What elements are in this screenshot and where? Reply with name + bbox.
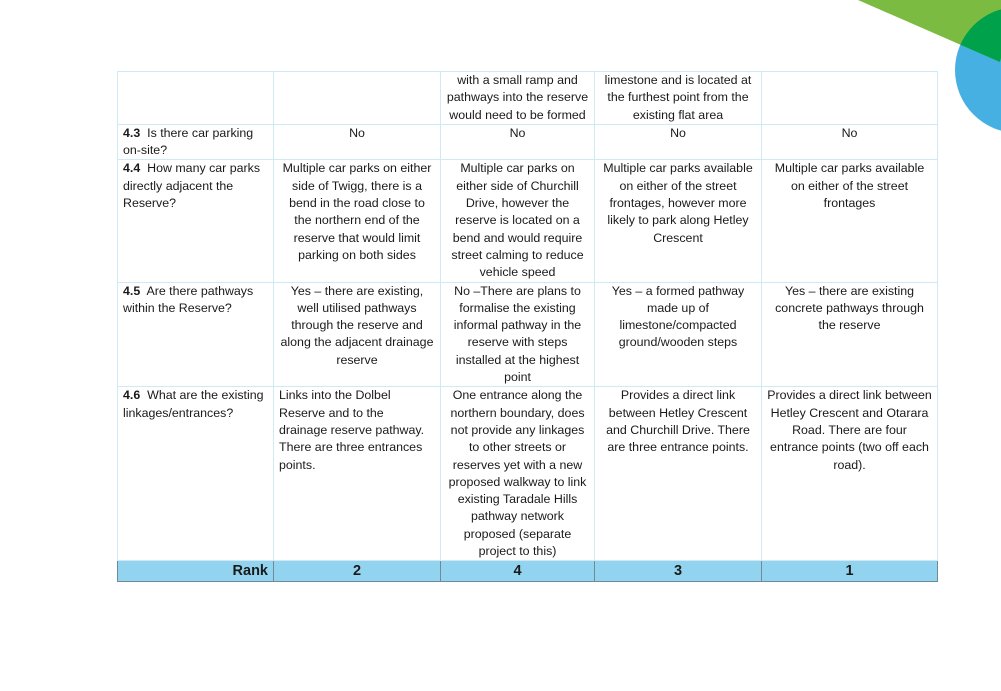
- answer-cell: [761, 71, 938, 125]
- answer-cell: Provides a direct link between Hetley Cr…: [761, 386, 938, 562]
- assessment-table: with a small ramp and pathways into the …: [117, 71, 938, 583]
- question-text: Is there car parking on-site?: [123, 125, 254, 158]
- question-cell: [117, 71, 274, 125]
- table-row: 4.3 Is there car parking on-site? No No …: [117, 123, 938, 161]
- table-row: 4.5 Are there pathways within the Reserv…: [117, 281, 938, 388]
- answer-cell: with a small ramp and pathways into the …: [440, 71, 595, 125]
- question-text: Are there pathways within the Reserve?: [123, 283, 254, 315]
- rank-row: Rank 2 4 3 1: [117, 560, 938, 583]
- rank-value: 1: [761, 560, 938, 583]
- table-row: with a small ramp and pathways into the …: [117, 71, 938, 125]
- answer-cell: Multiple car parks on either side of Twi…: [273, 159, 441, 283]
- table-row: 4.6 What are the existing linkages/entra…: [117, 386, 938, 562]
- answer-cell: limestone and is located at the furthest…: [594, 71, 762, 125]
- answer-cell: Multiple car parks available on either o…: [761, 159, 938, 283]
- rank-value: 2: [273, 560, 441, 583]
- question-number: 4.3: [123, 125, 141, 140]
- question-number: 4.5: [123, 283, 141, 298]
- rank-value: 4: [440, 560, 595, 583]
- question-number: 4.4: [123, 161, 141, 176]
- answer-cell: No –There are plans to formalise the exi…: [440, 281, 595, 388]
- answer-cell: No: [594, 123, 762, 161]
- table-row: 4.4 How many car parks directly adjacent…: [117, 159, 938, 283]
- answer-cell: [273, 71, 441, 125]
- question-text: What are the existing linkages/entrances…: [123, 388, 264, 420]
- question-text: How many car parks directly adjacent the…: [123, 161, 261, 211]
- answer-cell: Provides a direct link between Hetley Cr…: [594, 386, 762, 562]
- answer-cell: No: [440, 123, 595, 161]
- blue-circle-shape: [955, 9, 1001, 131]
- question-cell: 4.6 What are the existing linkages/entra…: [117, 386, 274, 562]
- green-triangle-shape: [858, 0, 1001, 62]
- answer-cell: No: [761, 123, 938, 161]
- answer-cell: Multiple car parks on either side of Chu…: [440, 159, 595, 283]
- rank-label: Rank: [117, 560, 274, 583]
- answer-cell: Yes – there are existing, well utilised …: [273, 281, 441, 388]
- question-cell: 4.3 Is there car parking on-site?: [117, 123, 274, 161]
- rank-value: 3: [594, 560, 762, 583]
- question-cell: 4.5 Are there pathways within the Reserv…: [117, 281, 274, 388]
- question-cell: 4.4 How many car parks directly adjacent…: [117, 159, 274, 283]
- answer-cell: Yes – there are existing concrete pathwa…: [761, 281, 938, 388]
- question-number: 4.6: [123, 388, 141, 403]
- answer-cell: Multiple car parks available on either o…: [594, 159, 762, 283]
- answer-cell: Links into the Dolbel Reserve and to the…: [273, 386, 441, 562]
- answer-cell: Yes – a formed pathway made up of limest…: [594, 281, 762, 388]
- answer-cell: No: [273, 123, 441, 161]
- answer-cell: One entrance along the northern boundary…: [440, 386, 595, 562]
